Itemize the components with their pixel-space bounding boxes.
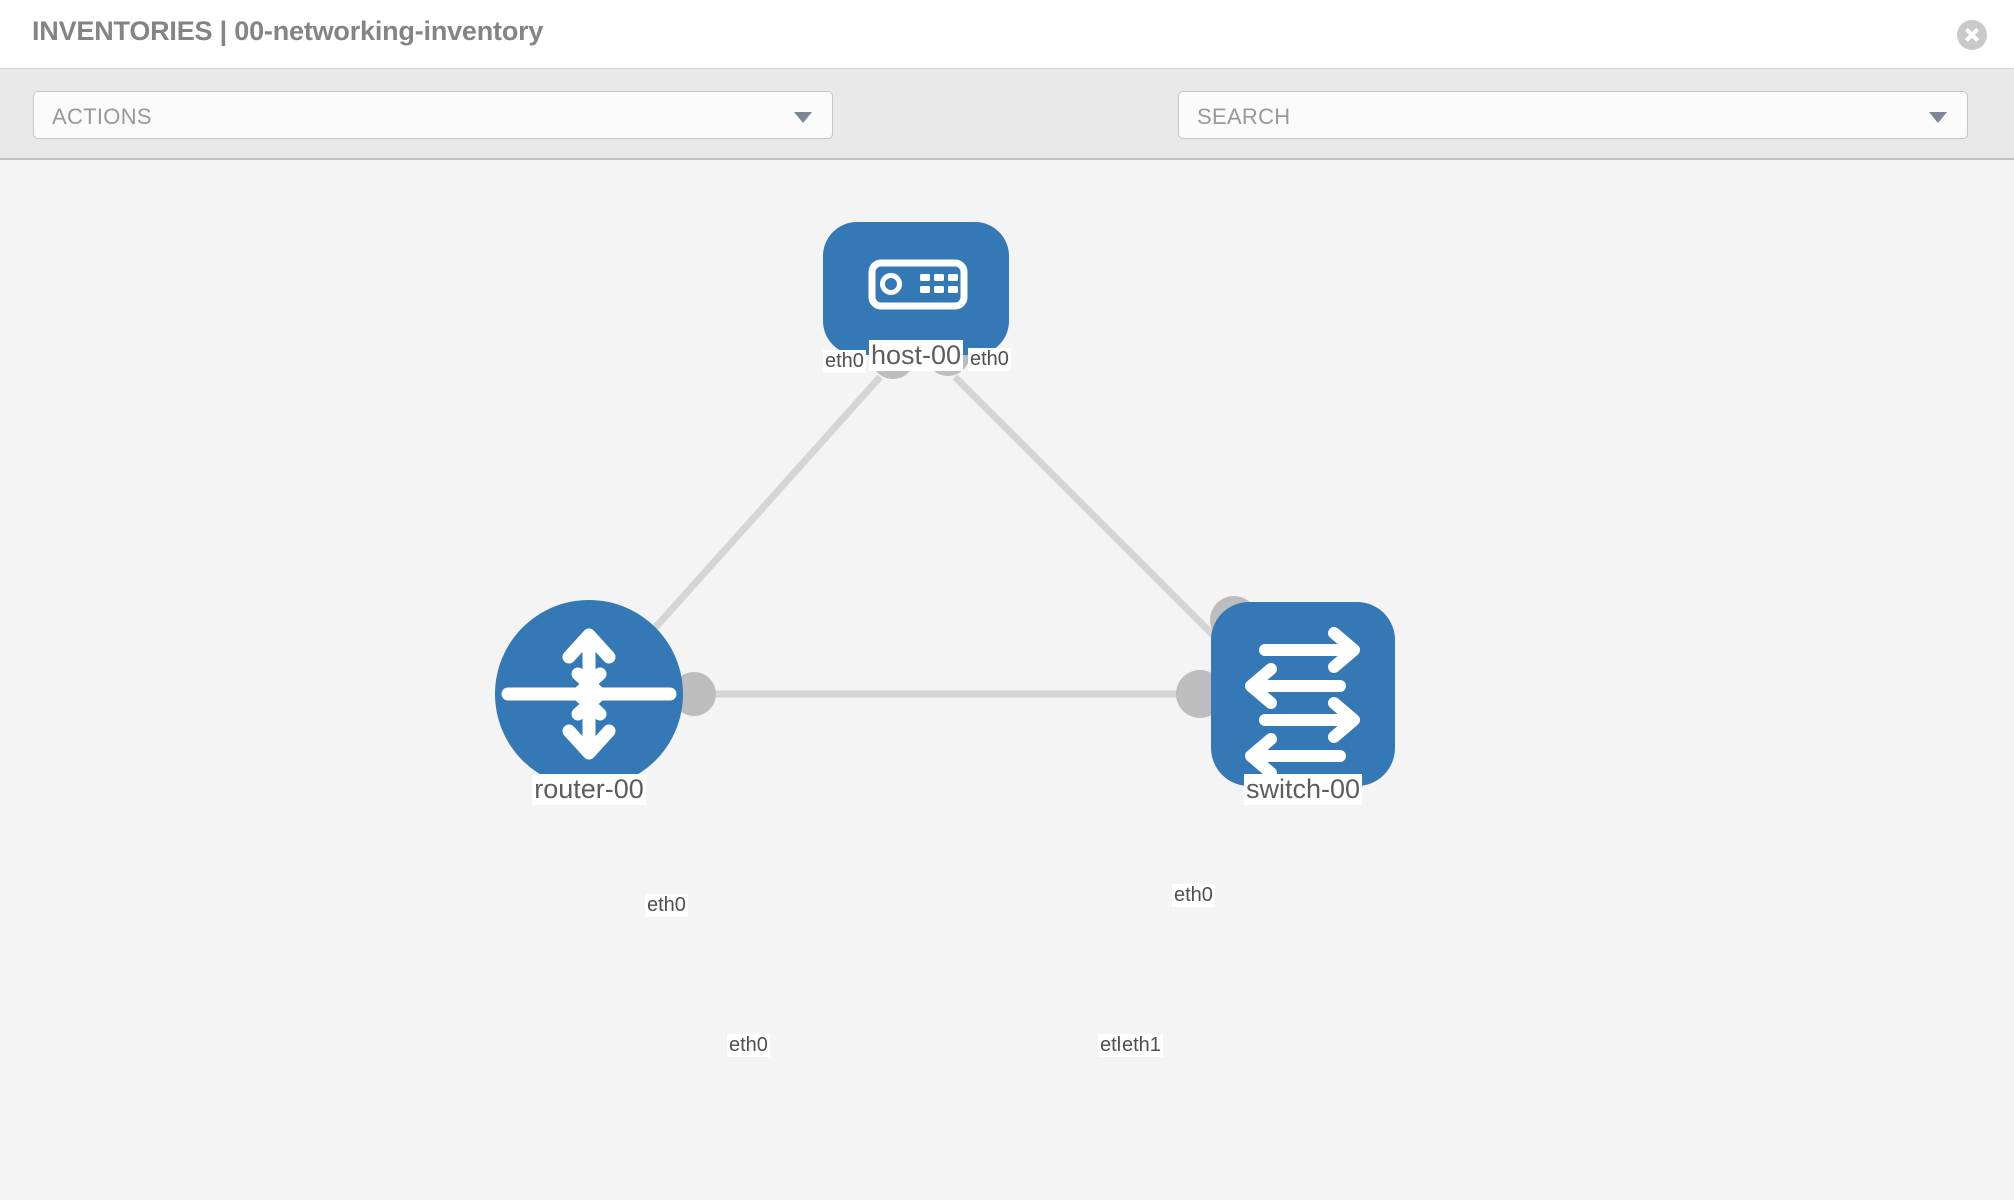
search-placeholder: SEARCH	[1197, 104, 1291, 129]
iface-label-router-up[interactable]: eth0	[645, 894, 688, 917]
edge-group	[600, 374, 1290, 698]
chevron-down-icon	[794, 112, 812, 123]
edge-host-switch[interactable]	[952, 374, 1243, 665]
page-title: INVENTORIES | 00-networking-inventory	[32, 16, 544, 46]
search-input[interactable]: SEARCH	[1178, 91, 1968, 139]
edge-host-router[interactable]	[617, 374, 883, 670]
iface-label-host-right[interactable]: eth0	[968, 348, 1011, 371]
node-label-switch-00[interactable]: switch-00	[1243, 774, 1363, 805]
iface-label-host-left[interactable]: eth0	[823, 350, 866, 373]
actions-dropdown-label: ACTIONS	[52, 104, 152, 129]
node-label-router-00[interactable]: router-00	[532, 774, 646, 805]
topology-canvas[interactable]: host-00 router-00 switch-00 eth0 eth0 et…	[0, 162, 2014, 1200]
chevron-down-icon[interactable]	[1929, 112, 1947, 123]
node-label-host-00[interactable]: host-00	[868, 340, 964, 371]
iface-label-switch-up[interactable]: eth0	[1172, 884, 1215, 907]
node-router-00[interactable]	[495, 600, 683, 788]
close-icon[interactable]	[1957, 20, 1987, 50]
connector-router-right[interactable]	[672, 672, 716, 716]
toolbar: ACTIONS SEARCH	[0, 69, 2014, 201]
page-header: INVENTORIES | 00-networking-inventory	[0, 0, 2014, 69]
iface-label-switch-left-b[interactable]: eth1	[1120, 1034, 1163, 1057]
node-switch-00[interactable]	[1211, 602, 1395, 786]
iface-label-router-right[interactable]: eth0	[727, 1034, 770, 1057]
actions-dropdown[interactable]: ACTIONS	[33, 91, 833, 139]
topology-graph	[495, 222, 1395, 788]
node-host-00[interactable]	[823, 222, 1009, 355]
